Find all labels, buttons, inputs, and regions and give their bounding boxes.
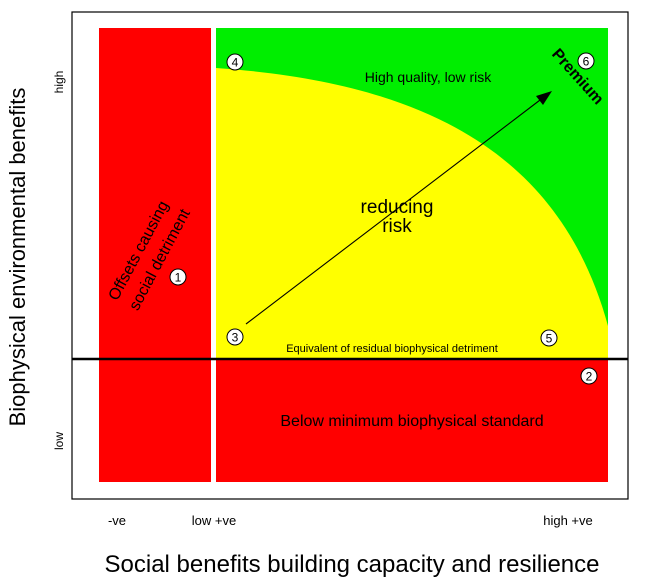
marker-4: 4 [226,53,244,71]
marker-2: 2 [580,367,598,385]
svg-text:5: 5 [546,332,553,346]
y-axis-title: Biophysical environmental benefits [5,88,30,427]
marker-5: 5 [540,329,558,347]
x-axis-title: Social benefits building capacity and re… [105,551,600,578]
label-high-quality: High quality, low risk [365,69,493,85]
label-threshold: Equivalent of residual biophysical detri… [286,343,498,355]
zone-reducing-risk [216,68,608,359]
label-reducing: reducing [361,197,434,218]
svg-text:6: 6 [583,55,590,69]
svg-text:4: 4 [232,56,239,70]
svg-text:2: 2 [586,370,593,384]
x-tick-low-pos: low +ve [192,513,236,528]
zone-below-minimum [216,359,608,482]
x-tick-high-pos: high +ve [543,513,593,528]
zone-social-detriment [99,28,211,482]
label-risk: risk [382,216,412,237]
label-below-minimum: Below minimum biophysical standard [280,413,543,430]
premium-arrow-head [536,91,552,105]
y-tick-high: high [52,71,66,94]
marker-6: 6 [577,52,595,70]
marker-3: 3 [226,328,244,346]
svg-text:1: 1 [175,271,182,285]
premium-arrow [245,96,545,325]
x-tick-neg: -ve [108,513,126,528]
marker-1: 1 [169,268,187,286]
svg-text:3: 3 [232,331,239,345]
y-tick-low: low [52,432,66,450]
